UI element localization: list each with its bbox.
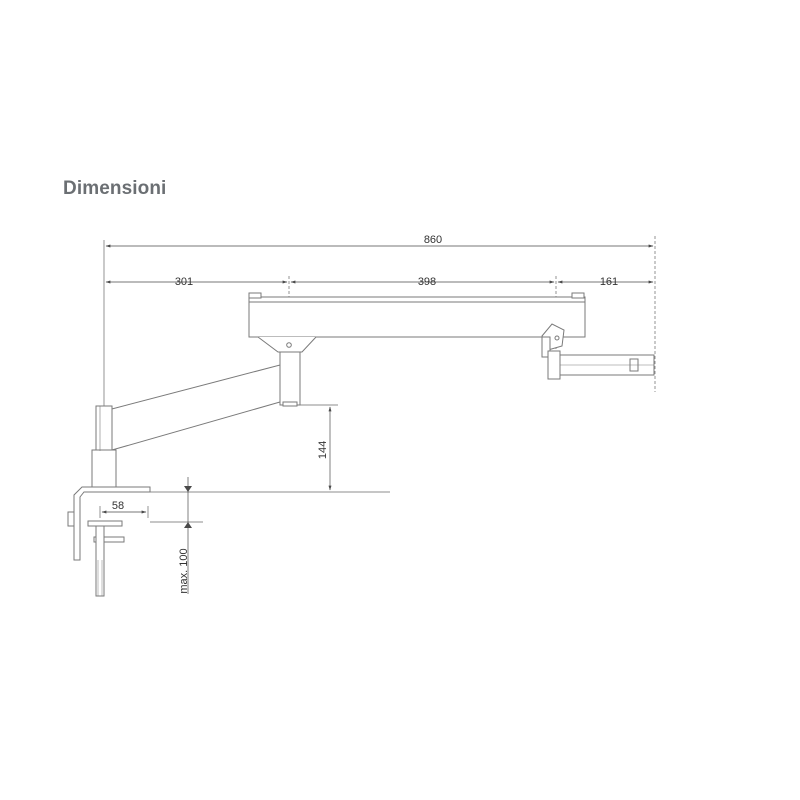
dim-label-58: 58 [112, 500, 124, 512]
dimension-lines [101, 244, 654, 594]
lower-arm [107, 364, 281, 451]
arm-drawing [91, 292, 655, 493]
base-column [95, 405, 113, 452]
clamp-body [73, 486, 151, 561]
top-beam [248, 296, 586, 338]
dim-label-max100: max. 100 [178, 548, 190, 593]
dim-label-860: 860 [424, 234, 442, 246]
dim-label-144: 144 [317, 441, 329, 459]
dim-label-398: 398 [418, 276, 436, 288]
page-title: Dimensioni [63, 178, 167, 199]
desk-clamp [67, 486, 151, 597]
dim-label-301: 301 [175, 276, 193, 288]
dim-label-161: 161 [600, 276, 618, 288]
clamp-screw [95, 525, 105, 597]
elbow-post [279, 351, 301, 406]
